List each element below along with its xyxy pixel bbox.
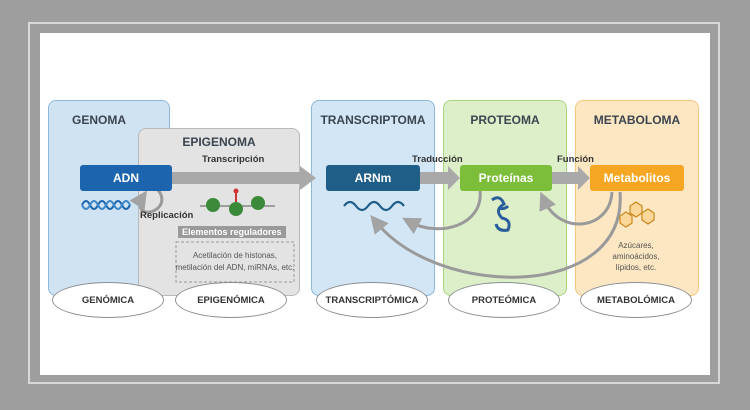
metabolitos-line1: Azúcares,	[618, 241, 654, 250]
proteoma-title: PROTEOMA	[470, 113, 540, 127]
replicacion-label: Replicación	[140, 210, 194, 221]
protein-icon	[491, 196, 511, 232]
epigenoma-column: EPIGENOMA	[138, 128, 300, 296]
nucleosome-icon	[200, 188, 275, 216]
epigenoma-title: EPIGENOMA	[182, 135, 256, 149]
transcripcion-arrow	[172, 166, 316, 190]
elementos-reguladores-label: Elementos reguladores	[178, 226, 286, 238]
transcriptoma-title: TRANSCRIPTOMA	[320, 113, 426, 127]
genomica-oval: GENÓMICA	[52, 282, 164, 318]
outer-frame	[28, 22, 720, 384]
funcion-label: Función	[557, 154, 594, 165]
metabolito-to-transcriptoma-arrow	[370, 191, 622, 279]
proteomica-oval: PROTEÓMICA	[448, 282, 560, 318]
proteina-feedback-arrow	[402, 189, 482, 235]
metabolitos-line3: lípidos, etc.	[615, 263, 657, 272]
metabolitos-box: Metabolitos	[590, 165, 684, 191]
metaboloma-title: METABOLOMA	[593, 113, 681, 127]
traduccion-arrow	[420, 166, 460, 190]
metabolomica-oval: METABOLÓMICA	[580, 282, 692, 318]
epigenetic-marks-line2: metilación del ADN, miRNAs, etc.	[175, 263, 295, 272]
dna-helix-icon	[81, 200, 131, 210]
metabolite-hexagon-icon	[619, 201, 655, 228]
epigenetic-marks-line1: Acetilación de histonas,	[192, 251, 278, 260]
transcriptoma-column: TRANSCRIPTOMA	[311, 100, 435, 296]
proteinas-box: Proteínas	[460, 165, 552, 191]
metabolitos-line2: aminoácidos,	[612, 252, 660, 261]
arnm-box: ARNm	[326, 165, 420, 191]
replicacion-loop	[129, 184, 164, 214]
funcion-arrow	[552, 166, 590, 190]
transcriptomica-oval: TRANSCRIPTÓMICA	[316, 282, 428, 318]
epigenomica-oval: EPIGENÓMICA	[175, 282, 287, 318]
metabolito-to-proteoma-arrow	[539, 191, 614, 226]
traduccion-label: Traducción	[412, 154, 463, 165]
transcripcion-label: Transcripción	[202, 154, 265, 165]
genoma-title: GENOMA	[72, 113, 126, 127]
mrna-wave-icon	[343, 200, 405, 212]
adn-box: ADN	[80, 165, 172, 191]
